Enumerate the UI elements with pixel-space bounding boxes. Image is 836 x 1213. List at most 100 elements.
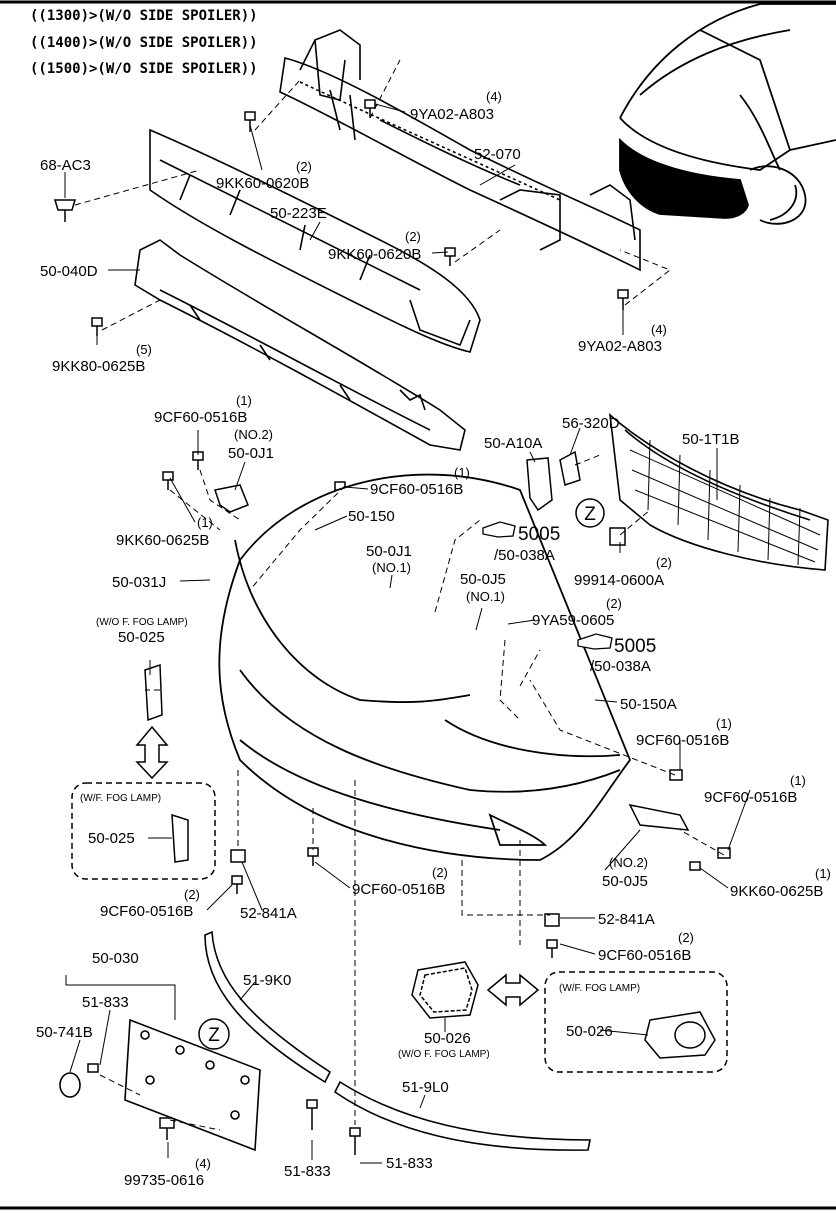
label-51-833-top: 51-833 — [82, 994, 129, 1011]
label-50-026-w-note: (W/F. FOG LAMP) — [559, 983, 640, 994]
marker-lamp-50-025-box — [171, 813, 189, 863]
label-50-0j1-no2-note: (NO.2) — [234, 427, 273, 442]
variant-box-fog-lamp-right — [544, 971, 728, 1073]
vehicle-location-thumbnail — [619, 3, 836, 225]
label-50-1t1b: 50-1T1B — [682, 431, 740, 448]
clip-51-833-r — [349, 1127, 361, 1155]
label-9ya02-top: 9YA02-A803 — [410, 106, 494, 123]
label-5005-mid-sub: /50-038A — [590, 658, 651, 675]
nut-52-841a-r — [544, 913, 560, 927]
label-9kk60-top-qty: (2) — [296, 159, 312, 174]
label-50-025-w: 50-025 — [88, 830, 135, 847]
label-99914-qty: (2) — [656, 555, 672, 570]
bracket-50-0j5-no2 — [628, 803, 690, 831]
label-9kk60-c: 9KK60-0625B — [116, 532, 209, 549]
label-9cf60-c-qty: (1) — [716, 716, 732, 731]
label-50-025-wo-note: (W/O F. FOG LAMP) — [96, 617, 188, 628]
label-9ya59-qty: (2) — [606, 596, 622, 611]
label-9cf60-g: 9CF60-0516B — [598, 947, 691, 964]
zone-marker-z-top: Z — [575, 498, 605, 528]
label-51-833-l: 51-833 — [284, 1163, 331, 1180]
bolt-9cf60-g — [546, 939, 558, 958]
label-68-ac3: 68-AC3 — [40, 157, 91, 174]
label-52-841a-l: 52-841A — [240, 905, 297, 922]
label-9cf60-e: 9CF60-0516B — [100, 903, 193, 920]
assembly-leader-lines — [74, 59, 725, 1131]
label-50-0j5-no1-note: (NO.1) — [466, 589, 505, 604]
license-plate-bracket-50-030 — [59, 1018, 261, 1152]
label-9cf60-c: 9CF60-0516B — [636, 732, 729, 749]
label-50-0j1-no2: 50-0J1 — [228, 445, 274, 462]
molding-51-9k0 — [204, 930, 332, 1084]
label-9cf60-d: 9CF60-0516B — [704, 789, 797, 806]
molding-51-9l0 — [333, 1080, 591, 1151]
zone-marker-z-bottom: Z — [198, 1018, 230, 1050]
interchange-arrow-vertical — [135, 725, 169, 780]
interchange-arrow-horizontal — [486, 973, 540, 1007]
fog-lamp-cover-wo-50-026 — [411, 961, 479, 1019]
label-9cf60-e-qty: (2) — [184, 887, 200, 902]
bolt-9cf60-e — [231, 875, 243, 894]
label-50-0j5-no1: 50-0J5 — [460, 571, 506, 588]
fog-lamp-cover-w-50-026 — [644, 1011, 716, 1059]
nut-52-841a-l — [230, 849, 246, 863]
label-9kk60-top: 9KK60-0620B — [216, 175, 309, 192]
label-9cf60-a-qty: (1) — [236, 393, 252, 408]
label-9kk60-mid: 9KK60-0620B — [328, 246, 421, 263]
nut-99914 — [609, 527, 626, 546]
label-50-150: 50-150 — [348, 508, 395, 525]
variant-box-fog-lamp-left — [71, 782, 216, 880]
label-9kk80: 9KK80-0625B — [52, 358, 145, 375]
label-9kk60-e: 9KK60-0625B — [730, 883, 823, 900]
variant-line-1500: ((1500)>(W/O SIDE SPOILER)) — [30, 61, 258, 77]
bolt-9kk60-e — [689, 861, 701, 871]
bracket-56-320d — [559, 450, 581, 486]
clip-51-833-l — [306, 1099, 318, 1130]
marker-lamp-50-025-left — [144, 663, 163, 722]
label-50-031j: 50-031J — [112, 574, 166, 591]
label-5005-top-sub: /50-038A — [494, 547, 555, 564]
label-50-0j1-no1: 50-0J1 — [366, 543, 412, 560]
energy-absorber-50-223e — [149, 128, 481, 353]
clip-51-833-top — [87, 1063, 99, 1073]
label-50-025-wo: 50-025 — [118, 629, 165, 646]
label-50-0j5-no2: 50-0J5 — [602, 873, 648, 890]
label-9cf60-a: 9CF60-0516B — [154, 409, 247, 426]
label-9ya59: 9YA59-0605 — [532, 612, 614, 629]
hand-pointer-icon-top — [482, 521, 516, 538]
bumper-cover-50-031j — [218, 473, 632, 861]
variant-line-1300: ((1300)>(W/O SIDE SPOILER)) — [30, 8, 258, 24]
label-52-070: 52-070 — [474, 146, 521, 163]
variant-line-1400: ((1400)>(W/O SIDE SPOILER)) — [30, 35, 258, 51]
label-9ya02-bot: 9YA02-A803 — [578, 338, 662, 355]
bolt-9kk60-c — [162, 471, 174, 490]
label-50-025-w-note: (W/F. FOG LAMP) — [80, 793, 161, 804]
highlighted-front-bumper-area — [619, 137, 749, 219]
svg-text:Z: Z — [208, 1025, 220, 1046]
label-9ya02-bot-qty: (4) — [651, 322, 667, 337]
bolt-9kk60-top — [244, 111, 256, 132]
label-56-320d: 56-320D — [562, 415, 620, 432]
clip-68-ac3 — [53, 199, 77, 222]
label-51-9k0: 51-9K0 — [243, 972, 291, 989]
label-50-040d: 50-040D — [40, 263, 98, 280]
label-99735: 99735-0616 — [124, 1172, 204, 1189]
label-9cf60-b: 9CF60-0516B — [370, 481, 463, 498]
label-9kk60-e-qty: (1) — [815, 866, 831, 881]
label-50-0j1-no1-note: (NO.1) — [372, 560, 411, 575]
label-99735-qty: (4) — [195, 1156, 211, 1171]
label-50-741b: 50-741B — [36, 1024, 93, 1041]
label-9kk60-mid-qty: (2) — [405, 229, 421, 244]
bracket-50-a10a — [526, 457, 553, 512]
label-9kk80-qty: (5) — [136, 342, 152, 357]
label-5005-mid: 5005 — [614, 636, 656, 657]
label-50-026-wo: 50-026 — [424, 1030, 471, 1047]
label-9cf60-b-qty: (1) — [454, 465, 470, 480]
label-9cf60-d-qty: (1) — [790, 773, 806, 788]
part-labels: (4) 9YA02-A803 (2) 9KK60-0620B 52-070 68… — [36, 89, 831, 1189]
label-leader-lines — [64, 103, 751, 1164]
cap-50-741b — [59, 1072, 81, 1098]
hand-pointer-icon-mid — [577, 633, 613, 650]
lower-stiffener-50-040d — [134, 239, 466, 451]
